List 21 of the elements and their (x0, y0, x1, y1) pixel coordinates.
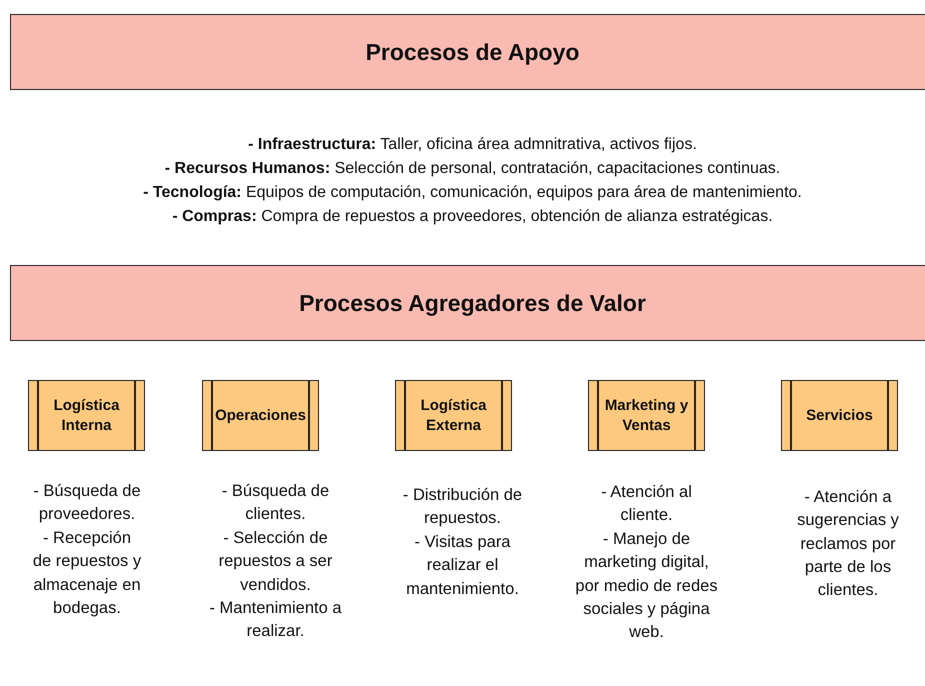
description-text: - Recepción de repuestos y almacenaje en bodegas. (32, 528, 142, 619)
process-box: Operaciones (202, 380, 319, 451)
description-text: - Atención a sugerencias y reclamos por parte de los clientes. (796, 487, 900, 602)
description-text: - Búsqueda de proveedores. (32, 481, 142, 526)
support-activity-text: - Tecnología: Equipos de computación, comunicación, equipos para área de mantenimiento. (142, 183, 803, 203)
description-text: - Manejo de marketing digital, por medio de redes sociales y página web. (575, 529, 718, 644)
header-band: Procesos de Apoyo (10, 14, 925, 90)
support-activity-text: - Compras: Compra de repuestos a proveedores, obtención de alianza estratégicas. (171, 207, 774, 227)
process-box: Servicios (781, 380, 898, 451)
process-box: Logística Interna (28, 380, 145, 451)
process-box: Marketing y Ventas (588, 380, 705, 451)
header-band: Procesos Agregadores de Valor (10, 265, 925, 341)
description-text: - Distribución de repuestos. (402, 485, 524, 530)
process-box: Logística Externa (395, 380, 512, 451)
support-activity-text: - Infraestructura: Taller, oficina área admnitrativa, activos fijos. (247, 135, 698, 155)
description-text: - Visitas para realizar el mantenimiento. (405, 532, 520, 600)
support-activity-text: - Recursos Humanos: Selección de personal, contratación, capacitaciones continuas. (164, 159, 782, 179)
description-text: - Búsqueda de clientes. (220, 481, 330, 526)
description-text: - Selección de repuestos a ser vendidos. (218, 528, 334, 596)
description-text: - Atención al cliente. (600, 482, 693, 526)
description-text: - Mantenimiento a realizar. (208, 598, 343, 642)
